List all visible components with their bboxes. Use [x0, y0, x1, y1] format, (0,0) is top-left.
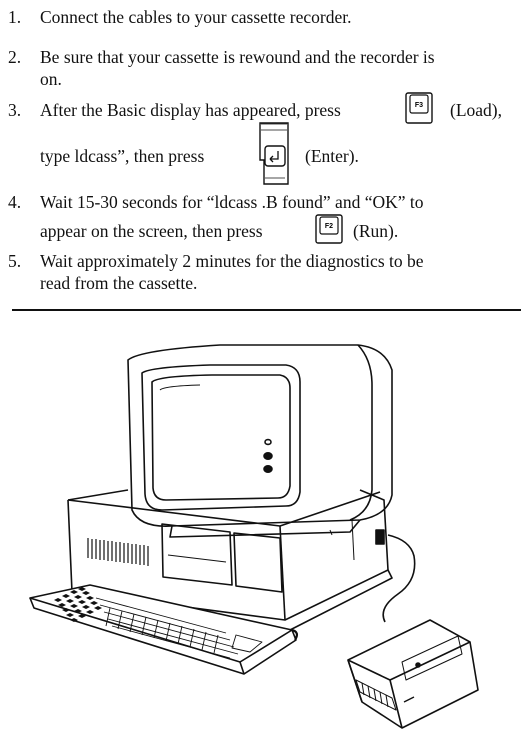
section-divider [12, 309, 521, 311]
step-text-run: (Run). [353, 221, 399, 241]
vent-grill [87, 538, 149, 566]
step-number: 3. [8, 100, 22, 120]
step-text: After the Basic display has appeared, pr… [40, 100, 341, 120]
step-text-load: (Load), [450, 100, 502, 120]
step-text: Connect the cables to your cassette reco… [40, 7, 352, 27]
monitor-knob [263, 452, 273, 461]
monitor-screen [141, 364, 301, 511]
disk-drive [161, 523, 233, 586]
step-text: Be sure that your cassette is rewound an… [40, 47, 435, 67]
svg-text:F2: F2 [325, 223, 333, 230]
step-number: 1. [8, 7, 22, 27]
step-number: 5. [8, 251, 22, 271]
keyboard [29, 584, 293, 663]
step-number: 2. [8, 47, 22, 67]
svg-text:F3: F3 [415, 102, 423, 109]
step-text-continued: type ldcass”, then press [40, 146, 205, 166]
cassette-cable [382, 534, 416, 623]
step-text: Wait approximately 2 minutes for the dia… [40, 251, 424, 271]
monitor-knob [263, 465, 273, 474]
step-text-enter: (Enter). [305, 146, 359, 166]
step-text-continued: appear on the screen, then press [40, 221, 263, 241]
f2-key-icon: F2 [314, 213, 344, 250]
computer-cassette-illustration [29, 344, 479, 729]
step-number: 4. [8, 192, 22, 212]
cassette-buttons [355, 679, 397, 711]
step-text-continued: read from the cassette. [40, 273, 198, 293]
enter-key-icon [256, 120, 292, 193]
system-unit [67, 489, 389, 621]
keyboard-keys [54, 587, 102, 622]
step-text-continued: on. [40, 69, 62, 89]
keyboard-main-keys [95, 597, 263, 659]
f3-key-icon: F3 [404, 91, 434, 130]
disk-drive [233, 532, 283, 593]
step-text: Wait 15-30 seconds for “ldcass .B found”… [40, 192, 424, 212]
